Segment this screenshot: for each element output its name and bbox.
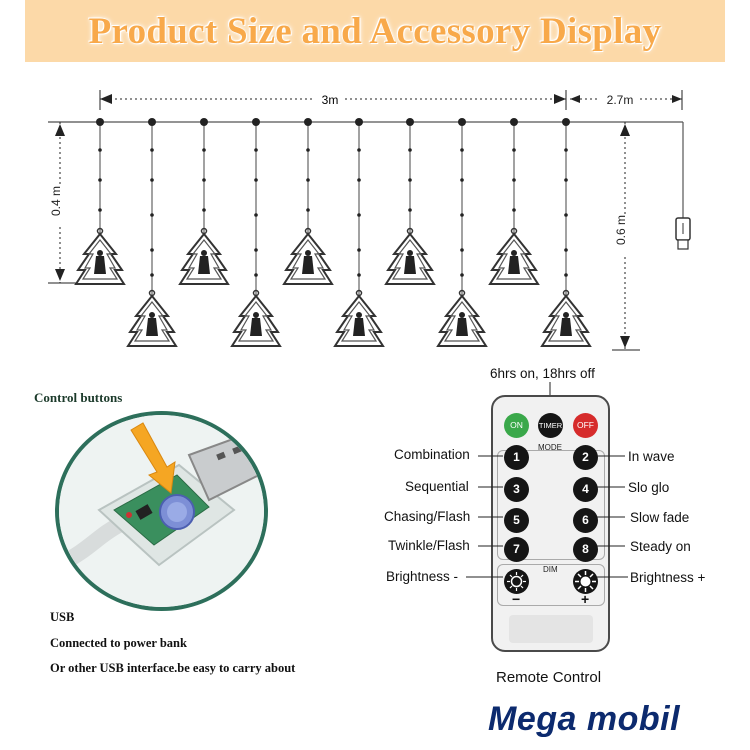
timer-button[interactable]: TIMER <box>538 413 563 438</box>
timer-caption: 6hrs on, 18hrs off <box>490 366 595 381</box>
light-curtain-diagram: 3m 2.7m 0.4 m 0.6 m <box>48 90 691 351</box>
plus-sign: + <box>581 591 590 607</box>
mode-label: MODE <box>538 443 562 452</box>
usb-controller-photo <box>55 411 268 611</box>
off-button[interactable]: OFF <box>573 413 598 438</box>
label-slow-fade: Slow fade <box>630 510 690 525</box>
label-in-wave: In wave <box>628 449 675 464</box>
brightness-down-button[interactable] <box>504 569 529 594</box>
mode-button-5[interactable]: 5 <box>504 508 529 533</box>
title-banner <box>25 0 725 62</box>
width-main-label: 3m <box>322 93 339 107</box>
label-twinkle-flash: Twinkle/Flash <box>388 538 470 553</box>
usb-caption: USB <box>50 610 75 624</box>
label-brightness-down: Brightness - <box>386 569 459 584</box>
usb-plug-icon <box>675 217 691 250</box>
mode-button-8[interactable]: 8 <box>573 537 598 562</box>
label-chasing-flash: Chasing/Flash <box>384 509 471 524</box>
brand-logo: Mega mobil <box>488 700 681 738</box>
mode-button-1[interactable]: 1 <box>504 445 529 470</box>
mode-button-2[interactable]: 2 <box>573 445 598 470</box>
remote-control-caption: Remote Control <box>496 669 602 686</box>
label-combination: Combination <box>394 447 470 462</box>
remote-control: ON TIMER OFF MODE 1 2 3 4 5 6 7 8 DIM − … <box>491 395 610 652</box>
height-long-label: 0.6 m <box>614 215 628 245</box>
height-short-label: 0.4 m <box>49 186 63 216</box>
page-title: Product Size and Accessory Display <box>88 11 662 52</box>
minus-sign: − <box>512 591 521 607</box>
on-button[interactable]: ON <box>504 413 529 438</box>
mode-button-3[interactable]: 3 <box>504 477 529 502</box>
dim-label: DIM <box>543 565 558 574</box>
usb-interface-caption: Or other USB interface.be easy to carry … <box>50 661 296 675</box>
light-strands <box>75 118 591 347</box>
label-brightness-up: Brightness + <box>630 570 706 585</box>
control-buttons-title: Control buttons <box>34 390 123 405</box>
width-cable-label: 2.7m <box>607 93 634 107</box>
power-bank-caption: Connected to power bank <box>50 636 187 650</box>
brightness-up-button[interactable] <box>573 569 598 594</box>
mode-button-7[interactable]: 7 <box>504 537 529 562</box>
sun-large-icon <box>575 571 596 592</box>
mode-button-6[interactable]: 6 <box>573 508 598 533</box>
label-slo-glo: Slo glo <box>628 480 670 495</box>
label-sequential: Sequential <box>405 479 469 494</box>
mode-button-4[interactable]: 4 <box>573 477 598 502</box>
sun-small-icon <box>507 572 526 591</box>
label-steady-on: Steady on <box>630 539 691 554</box>
